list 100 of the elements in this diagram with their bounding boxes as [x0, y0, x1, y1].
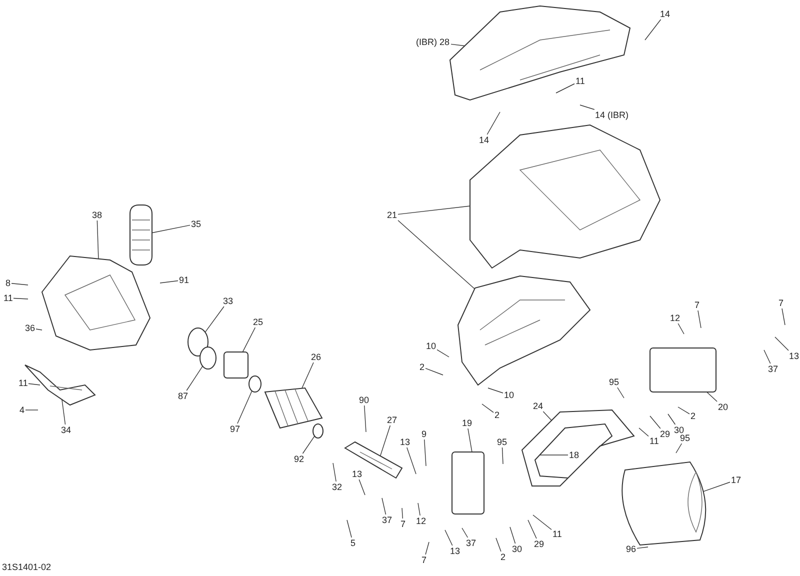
leader-line [580, 104, 595, 110]
drawing-number: 31S1401-02 [2, 563, 52, 572]
leader-line [62, 398, 66, 425]
leader-line [782, 308, 786, 326]
leader-line [418, 502, 420, 516]
leader-line [542, 411, 552, 421]
leader-line [406, 447, 416, 474]
callout-number: 2 [690, 412, 696, 420]
leader-line [36, 328, 42, 330]
callout-number: 7 [778, 298, 784, 308]
leader-line [496, 538, 502, 552]
callout-number: 5 [350, 538, 356, 548]
leader-line [424, 439, 426, 466]
callout-number: 33 [223, 296, 234, 306]
fitting-drawing [224, 352, 248, 378]
callout-number: 14 (IBR) [595, 110, 629, 120]
leader-line [468, 428, 472, 452]
callout-number: 97 [230, 424, 240, 434]
ring-drawing [200, 346, 216, 370]
leader-line [502, 447, 504, 464]
callout-number: 37 [768, 364, 778, 374]
leader-line [650, 416, 661, 429]
callout-number: 30 [512, 544, 522, 554]
leader-line [702, 482, 730, 492]
callout-number: 87 [178, 392, 188, 400]
callout-number: 20 [718, 402, 728, 412]
callout-number: 19 [462, 418, 472, 428]
mount-drawing [650, 348, 716, 392]
leader-line [160, 280, 178, 284]
leader-line [510, 526, 516, 544]
leader-line [204, 306, 224, 333]
callout-number: 29 [534, 540, 544, 548]
callout-number: 30 [674, 426, 684, 434]
callout-number: 13 [352, 470, 362, 478]
callout-number: 32 [332, 482, 342, 492]
callout-number: 12 [416, 516, 426, 526]
callout-number: 17 [731, 476, 742, 484]
callout-number: 10 [504, 390, 514, 400]
leader-line [644, 19, 662, 40]
callout-number: 21 [387, 210, 398, 220]
boot-drawing [264, 387, 323, 429]
callout-number: 14 [479, 136, 490, 144]
clamp-drawing [312, 424, 324, 438]
leader-line [398, 220, 476, 290]
callout-number: 24 [533, 402, 544, 410]
leader-line [636, 546, 648, 549]
cover-drawing [470, 124, 661, 269]
ring-drawing [188, 328, 208, 356]
callout-number: 27 [387, 416, 398, 424]
callout-number: 11 [4, 294, 13, 302]
leader-line [764, 350, 771, 364]
leader-line [539, 454, 568, 456]
leader-line [28, 383, 40, 386]
callout-number: 11 [650, 436, 659, 446]
callout-number: 95 [609, 378, 620, 386]
leader-line [382, 498, 386, 515]
callout-number: 34 [61, 426, 72, 434]
callout-number: 13 [400, 438, 410, 446]
callout-number: 11 [18, 378, 28, 388]
leader-line [532, 514, 552, 530]
leader-line [706, 392, 718, 402]
callout-number: 13 [789, 352, 800, 360]
callout-number: 95 [497, 438, 508, 446]
callout-number: 14 [660, 10, 670, 18]
callout-number: 2 [500, 552, 506, 562]
leader-line [332, 462, 336, 482]
leader-line [774, 336, 789, 351]
leader-line [678, 323, 684, 334]
callout-number: 95 [680, 434, 690, 442]
leader-line [398, 206, 470, 215]
callout-number: 35 [191, 220, 202, 228]
leader-line [425, 542, 430, 555]
callout-number: 13 [450, 546, 460, 556]
callout-number: 37 [466, 538, 476, 548]
callout-number: 9 [422, 430, 427, 438]
leader-line [380, 425, 391, 457]
callout-number: 96 [626, 544, 636, 554]
leader-line [444, 530, 453, 546]
leader-line [528, 520, 537, 539]
callout-number: 25 [253, 318, 264, 326]
bracket-drawing [452, 452, 484, 514]
leader-line [488, 388, 504, 394]
leader-line [678, 406, 690, 414]
boot-drawing [130, 204, 152, 266]
callout-number: 7 [422, 556, 427, 564]
leader-line [556, 83, 575, 94]
callout-number: 7 [694, 300, 700, 310]
callout-number: 29 [660, 430, 670, 438]
leader-line [668, 414, 676, 425]
leader-line [425, 368, 444, 376]
callout-number: 12 [670, 314, 680, 322]
leader-line [482, 404, 494, 413]
leader-line [450, 44, 466, 46]
callout-number: 2 [420, 362, 425, 372]
callout-number: 36 [25, 324, 36, 332]
leader-line [302, 435, 316, 454]
callout-number: 37 [382, 516, 392, 524]
callout-number: 4 [20, 406, 25, 414]
leader-line [242, 327, 256, 353]
leader-line [13, 298, 28, 300]
